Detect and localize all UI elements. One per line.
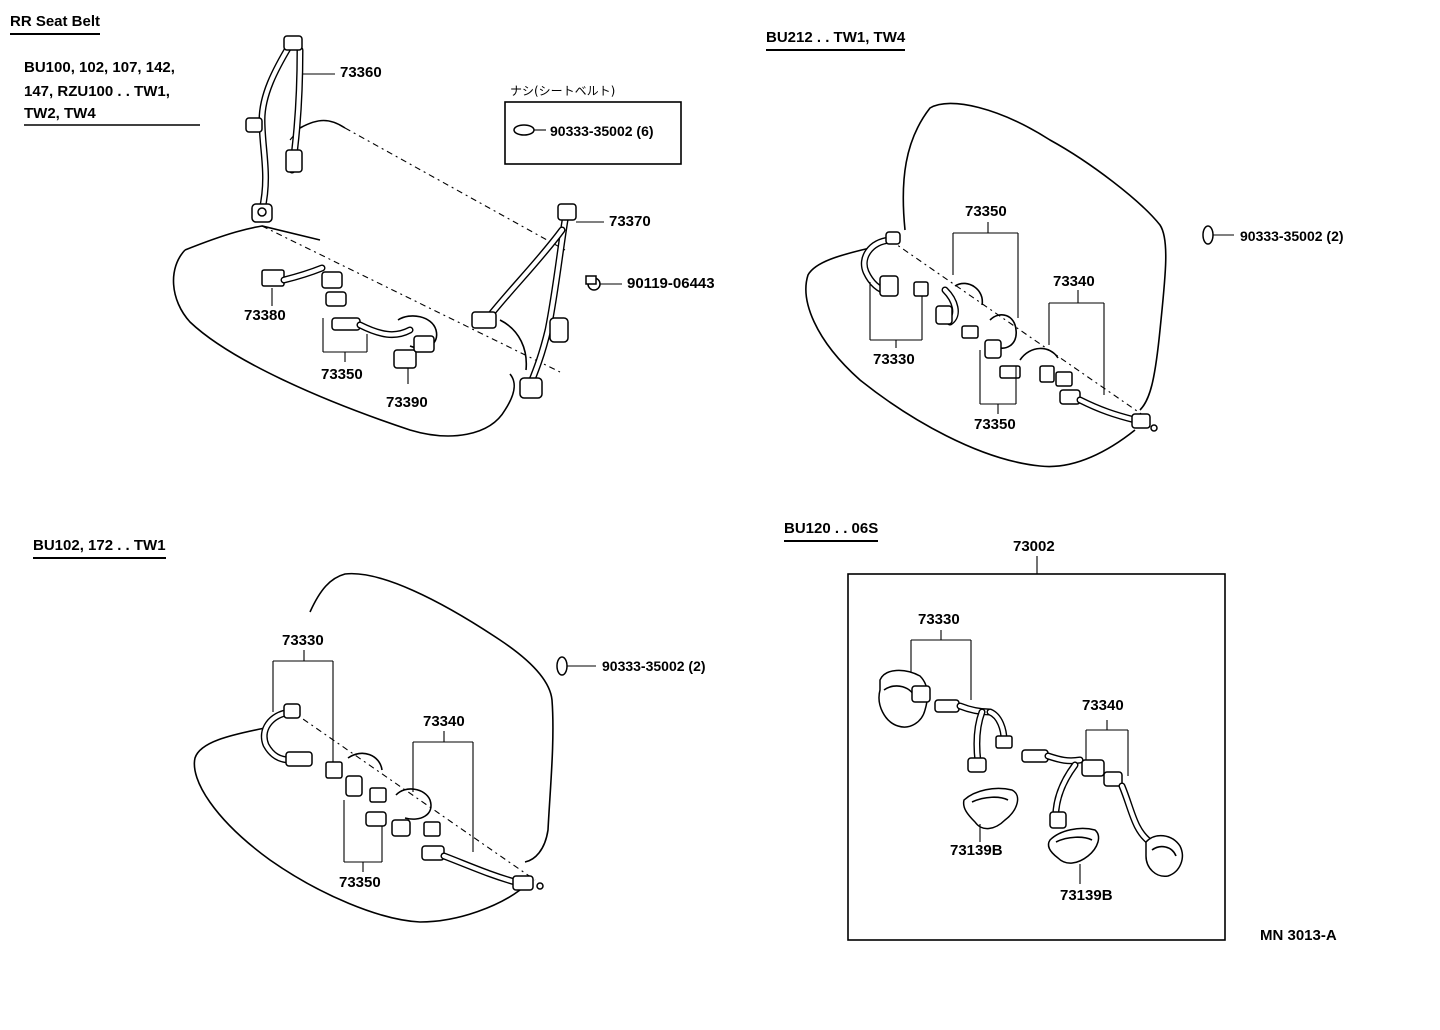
page-title: RR Seat Belt: [10, 12, 101, 35]
callout-73330-bottom-left: 73330: [282, 632, 324, 649]
note-box-heading: ナシ(シートベルト): [510, 84, 616, 98]
note-box: [504, 101, 682, 165]
callout-73350-top-right-upper: 73350: [965, 203, 1007, 220]
callout-73350-bottom-left: 73350: [339, 874, 381, 891]
kit-box-73002: [847, 556, 1226, 941]
callout-73002-kit: 73002: [1013, 538, 1055, 555]
part-73350-belt-pair: [322, 315, 438, 362]
note-box-part: 90333-35002 (6): [550, 123, 654, 139]
models-top-left-line3: TW2, TW4: [24, 105, 96, 122]
models-top-left-line2: 147, RZU100 . . TW1,: [24, 83, 170, 100]
models-bottom-left: BU102, 172 . . TW1: [33, 536, 166, 559]
callout-90333-35002-bottom-left: 90333-35002 (2): [602, 658, 706, 674]
callout-73370: 73370: [609, 213, 651, 230]
callout-73350-top-right-lower: 73350: [974, 416, 1016, 433]
part-73370-retractor-belt: [471, 203, 604, 399]
brackets-top-right: [869, 222, 1105, 414]
part-73360-retractor-belt: [245, 35, 335, 223]
part-73390-buckle: [393, 335, 435, 384]
models-top-left-line1: BU100, 102, 107, 142,: [24, 59, 175, 76]
models-bottom-right: BU120 . . 06S: [784, 519, 879, 542]
belts-top-right: [860, 231, 1158, 432]
callout-73340-kit: 73340: [1082, 697, 1124, 714]
kit-parts: [878, 630, 1184, 884]
seat-outline-top-right: [805, 102, 1167, 468]
callout-90333-35002-top-right: 90333-35002 (2): [1240, 228, 1344, 244]
seat-outline-bottom-left: [193, 572, 554, 923]
models-top-right: BU212 . . TW1, TW4: [766, 28, 906, 51]
callout-73330-top-right: 73330: [873, 351, 915, 368]
callout-73139b-left: 73139B: [950, 842, 1003, 859]
seat-outline-top-left: [172, 119, 566, 437]
callout-73350-top-left: 73350: [321, 366, 363, 383]
part-90333-35002-clip-bottom-left: [556, 656, 596, 676]
belts-bottom-left: [260, 703, 544, 891]
part-90333-35002-clip-top-right: [1202, 225, 1234, 245]
callout-73340-top-right: 73340: [1053, 273, 1095, 290]
callout-73330-kit: 73330: [918, 611, 960, 628]
part-73380-buckle: [261, 264, 347, 307]
drawing-code: MN 3013-A: [1260, 927, 1337, 944]
brackets-bottom-left: [272, 650, 474, 872]
part-90119-06443-bolt: [585, 275, 622, 291]
callout-73390: 73390: [386, 394, 428, 411]
callout-73139b-right: 73139B: [1060, 887, 1113, 904]
callout-73340-bottom-left: 73340: [423, 713, 465, 730]
callout-90119-06443: 90119-06443: [627, 275, 715, 292]
callout-73380: 73380: [244, 307, 286, 324]
callout-73360: 73360: [340, 64, 382, 81]
